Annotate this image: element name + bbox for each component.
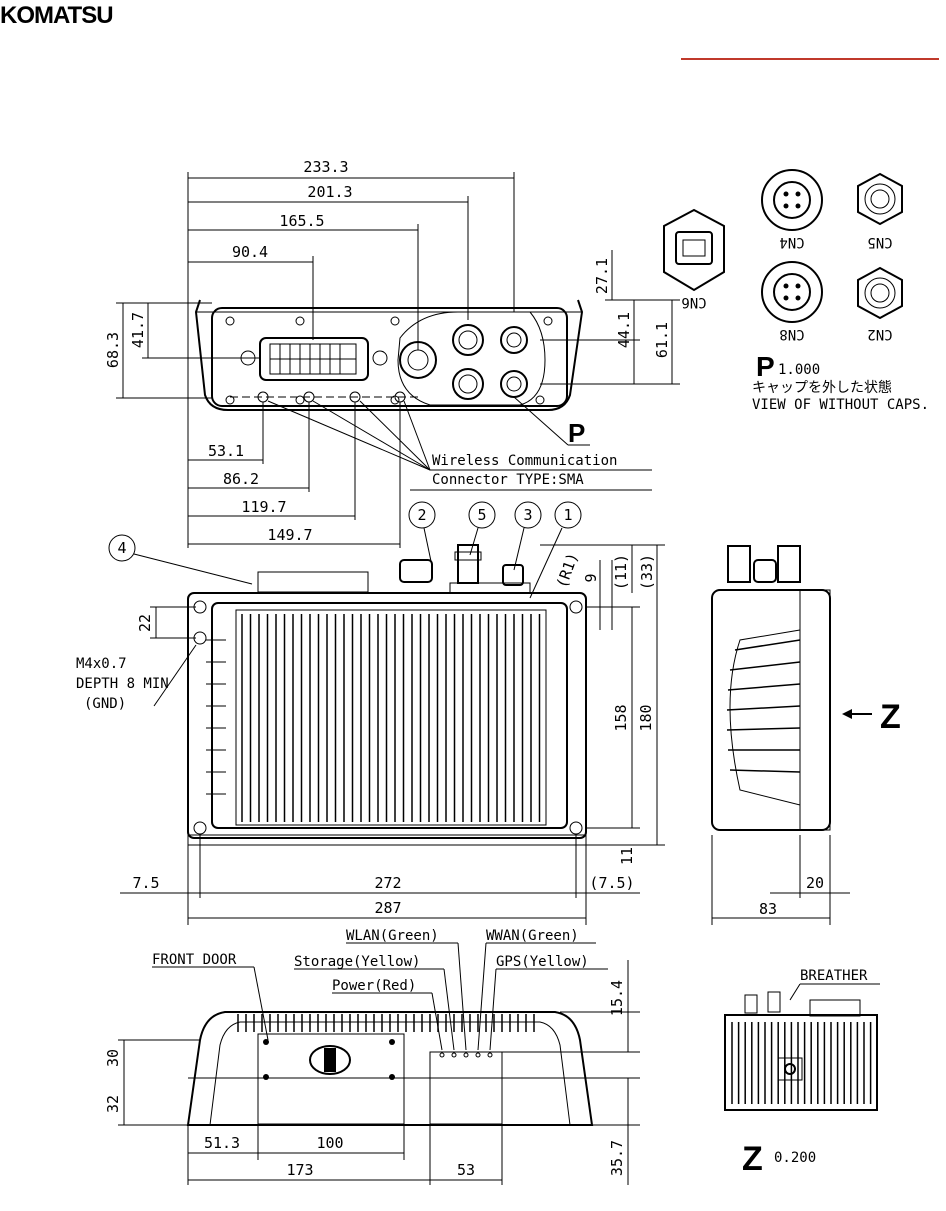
dim-100: 100 [316,1134,343,1152]
dim-119: 119.7 [241,498,286,516]
front-view: 2 5 3 1 4 [76,501,665,925]
header-rule [681,58,939,60]
z-view-scale: 0.200 [774,1150,816,1166]
dim-201: 201.3 [307,183,352,201]
callout-3: 3 [523,506,532,524]
label-power: Power(Red) [332,978,416,994]
dim-11-paren: (11) [612,554,630,590]
dim-158: 158 [612,704,630,731]
dim-41: 41.7 [129,312,147,348]
view-p-marker: P [568,418,585,448]
dim-33-paren: (33) [638,554,656,590]
connector-cn4-label: CN4 [779,234,804,250]
label-gps: GPS(Yellow) [496,954,589,970]
callout-5: 5 [477,506,486,524]
dim-11: 11 [618,847,636,865]
z-arrow-label: Z [880,698,901,736]
dim-22: 22 [136,614,154,632]
dim-20: 20 [806,874,824,892]
dim-173: 173 [286,1161,313,1179]
caps-view-scale: 1.000 [778,362,820,378]
dim-32: 32 [104,1095,122,1113]
dim-r1: (R1) [553,550,582,590]
label-storage: Storage(Yellow) [294,954,420,970]
dim-287: 287 [374,899,401,917]
label-breather: BREATHER [800,968,868,984]
label-wlan: WLAN(Green) [346,928,439,944]
callout-4: 4 [117,539,126,557]
screw-note-1: M4x0.7 [76,656,127,672]
caps-view-caption: VIEW OF WITHOUT CAPS. [752,397,929,413]
komatsu-logo: KOMATSU [0,2,114,29]
connector-cn5-label: CN5 [867,234,892,250]
dim-51-3: 51.3 [204,1134,240,1152]
connector-cn2-label: CN2 [867,326,892,342]
dim-61: 61.1 [653,322,671,358]
dim-7-5: 7.5 [132,874,159,892]
dim-30: 30 [104,1049,122,1067]
dim-9: 9 [582,573,600,582]
screw-note-3: (GND) [84,696,126,712]
wireless-label-line2: Connector TYPE:SMA [432,472,584,488]
dim-53-b: 53 [457,1161,475,1179]
dim-15-4: 15.4 [608,980,626,1016]
callout-1: 1 [563,506,572,524]
dim-86: 86.2 [223,470,259,488]
dim-68: 68.3 [104,332,122,368]
dim-180: 180 [637,704,655,731]
top-view: 233.3 201.3 165.5 90.4 [104,158,680,548]
side-view: Z 20 83 [711,545,901,925]
dim-35-7: 35.7 [608,1140,626,1176]
dim-272: 272 [374,874,401,892]
dim-165: 165.5 [279,212,324,230]
dim-90: 90.4 [232,243,268,261]
label-front-door: FRONT DOOR [152,952,237,968]
dim-53: 53.1 [208,442,244,460]
connector-cn6-label: CN6 [681,294,706,310]
caps-view-p-letter: P [756,351,775,382]
label-wwan: WWAN(Green) [486,928,579,944]
callout-2: 2 [417,506,426,524]
dim-83: 83 [759,900,777,918]
z-view: BREATHER Z 0.200 [724,968,880,1178]
bottom-view: FRONT DOOR WLAN(Green) WWAN(Green) Stora… [104,928,640,1185]
caps-view: CN6 CN4 CN5 CN8 CN2 P 1.000 キャップを外した状態 V… [663,169,929,413]
callouts: 2 5 3 1 4 [108,501,582,599]
dim-233: 233.3 [303,158,348,176]
wireless-label-line1: Wireless Communication [432,453,617,469]
dim-44: 44.1 [615,312,633,348]
dim-7-5-paren: (7.5) [589,874,634,892]
dim-27: 27.1 [593,258,611,294]
connector-cn8-label: CN8 [779,326,804,342]
caps-view-jp-caption: キャップを外した状態 [752,380,892,396]
z-view-letter: Z [742,1140,763,1178]
screw-note-2: DEPTH 8 MIN [76,676,169,692]
dim-149: 149.7 [267,526,312,544]
